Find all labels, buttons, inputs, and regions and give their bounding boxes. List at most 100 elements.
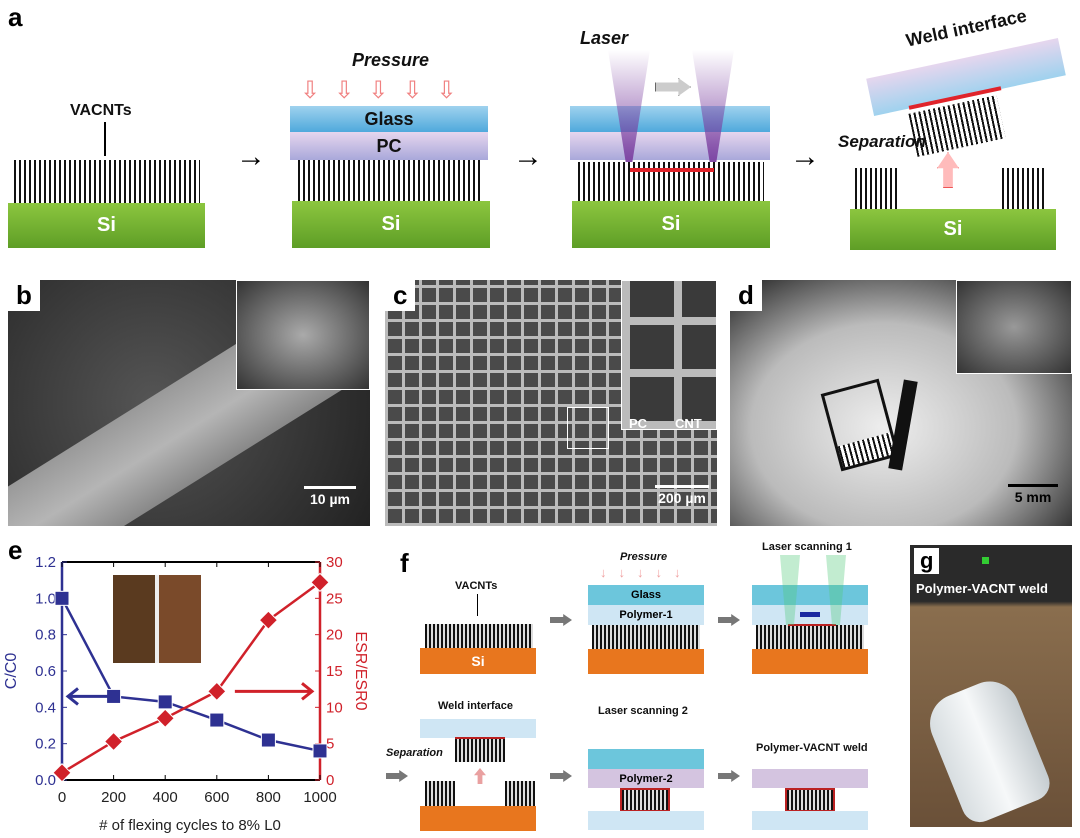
scale-label: 5 mm bbox=[1014, 489, 1052, 505]
x-tick-label: 200 bbox=[101, 789, 126, 806]
up-arrow-icon bbox=[474, 768, 486, 784]
data-point-c-c0 bbox=[209, 712, 225, 728]
chart-inset-photo bbox=[113, 575, 201, 663]
pressure-label: Pressure bbox=[352, 50, 430, 70]
x-tick-label: 400 bbox=[153, 789, 178, 806]
scale-bar: 200 µm bbox=[655, 485, 709, 506]
y-right-tick-label: 25 bbox=[326, 590, 343, 607]
y-right-tick-label: 30 bbox=[326, 554, 343, 571]
data-point-esr bbox=[155, 708, 175, 728]
remaining-vacnt bbox=[855, 168, 897, 210]
data-point-esr bbox=[52, 763, 72, 783]
x-tick-label: 1000 bbox=[303, 789, 336, 806]
inset-image bbox=[236, 280, 370, 390]
polymer1-layer: Polymer-1 bbox=[588, 605, 704, 625]
polymer-vacnt-weld-label: Polymer-VACNT weld bbox=[916, 581, 1048, 596]
vacnts-label: VACNTs bbox=[70, 102, 132, 119]
series-line-esr bbox=[61, 581, 321, 774]
y-left-tick-label: 1.2 bbox=[35, 554, 56, 571]
weld-interface-label: Weld interface bbox=[904, 5, 1029, 51]
glass-layer bbox=[752, 585, 868, 605]
separation-label: Separation bbox=[838, 132, 926, 151]
pointer-arrow bbox=[104, 122, 106, 156]
panel-label-f: f bbox=[400, 548, 409, 578]
data-point-c-c0 bbox=[157, 694, 173, 710]
data-point-c-c0 bbox=[260, 732, 276, 748]
panel-d-photo: 5 mm bbox=[730, 280, 1072, 526]
y-right-axis-label: ESR/ESR0 bbox=[352, 631, 369, 710]
laser-scanning-2-label: Laser scanning 2 bbox=[598, 705, 688, 717]
step-arrow-icon bbox=[718, 770, 740, 782]
y-left-tick-label: 0.4 bbox=[35, 699, 56, 716]
glass-layer: Glass bbox=[588, 585, 704, 605]
flexible-device bbox=[820, 378, 900, 472]
up-arrow-icon bbox=[937, 152, 959, 188]
glass-layer bbox=[570, 106, 770, 132]
polymer-layer bbox=[588, 811, 704, 830]
vacnt-array bbox=[14, 160, 200, 204]
y-left-tick-label: 1.0 bbox=[35, 590, 56, 607]
data-point-esr bbox=[258, 610, 279, 630]
panel-label-e: e bbox=[8, 535, 23, 565]
arrow-icon: → bbox=[236, 140, 266, 173]
scale-bar: 10 µm bbox=[304, 486, 356, 507]
laser-beam-icon bbox=[826, 555, 846, 625]
x-axis-label: # of flexing cycles to 8% L0 bbox=[99, 817, 281, 834]
data-point-esr bbox=[103, 731, 124, 752]
scale-bar: 5 mm bbox=[1008, 484, 1058, 505]
y-left-tick-label: 0.2 bbox=[35, 736, 56, 753]
si-substrate: Si bbox=[8, 203, 205, 248]
si-substrate: Si bbox=[420, 648, 536, 674]
weld-line bbox=[788, 624, 836, 626]
cnt-label: CNT bbox=[675, 416, 702, 431]
weld-marker bbox=[982, 557, 989, 564]
left-axis-pointer-arrow bbox=[65, 687, 112, 706]
transferred-vacnt bbox=[455, 737, 505, 762]
si-substrate: Si bbox=[572, 201, 770, 248]
x-tick-label: 800 bbox=[256, 789, 281, 806]
si-substrate: Si bbox=[850, 209, 1056, 250]
step-arrow-icon bbox=[550, 770, 572, 782]
laser-scanning-1-label: Laser scanning 1 bbox=[762, 541, 852, 553]
y-right-tick-label: 20 bbox=[326, 627, 343, 644]
pc-label: PC bbox=[629, 416, 648, 431]
glass-layer bbox=[588, 749, 704, 769]
vacnt-array bbox=[756, 625, 864, 649]
pc-layer bbox=[570, 132, 770, 160]
pressure-label: Pressure bbox=[620, 551, 668, 563]
polymer-vacnt-weld-label: Polymer-VACNT weld bbox=[756, 742, 868, 754]
pointer-arrow bbox=[477, 594, 478, 616]
step-arrow-icon bbox=[550, 614, 572, 626]
separation-label: Separation bbox=[386, 747, 443, 759]
data-point-esr bbox=[207, 681, 227, 702]
panel-label-c: c bbox=[385, 280, 416, 311]
si-substrate: Si bbox=[292, 201, 490, 248]
panel-b-sem-image: 10 µm bbox=[8, 280, 370, 526]
device-strip bbox=[888, 379, 918, 471]
x-tick-label: 0 bbox=[58, 789, 66, 806]
scale-label: 10 µm bbox=[310, 491, 350, 507]
vacnt-array bbox=[425, 624, 533, 648]
pressure-arrows-icon: ↓↓↓↓↓ bbox=[600, 565, 693, 580]
panel-label-d: d bbox=[730, 280, 762, 311]
inset-image bbox=[956, 280, 1072, 374]
si-substrate bbox=[420, 806, 536, 831]
vacnts-label: VACNTs bbox=[455, 580, 498, 592]
panel-g-photo: Polymer-VACNT weld bbox=[910, 545, 1072, 828]
scan-direction-arrow-icon bbox=[800, 612, 820, 617]
panel-label-g: g bbox=[914, 548, 940, 574]
polymer2-layer: Polymer-2 bbox=[588, 769, 704, 788]
series-line-c-c0 bbox=[60, 597, 321, 753]
arrow-icon: → bbox=[513, 140, 543, 173]
zoom-box bbox=[567, 407, 609, 449]
pc-layer: PC bbox=[290, 132, 488, 160]
vacnt-array bbox=[592, 625, 700, 649]
inset-image bbox=[621, 280, 717, 430]
step-arrow-icon bbox=[718, 614, 740, 626]
data-point-c-c0 bbox=[312, 743, 328, 759]
y-left-tick-label: 0.6 bbox=[35, 663, 56, 680]
y-left-tick-label: 0.8 bbox=[35, 627, 56, 644]
polymer-layer bbox=[752, 811, 868, 830]
laser-beam-icon bbox=[780, 555, 800, 625]
